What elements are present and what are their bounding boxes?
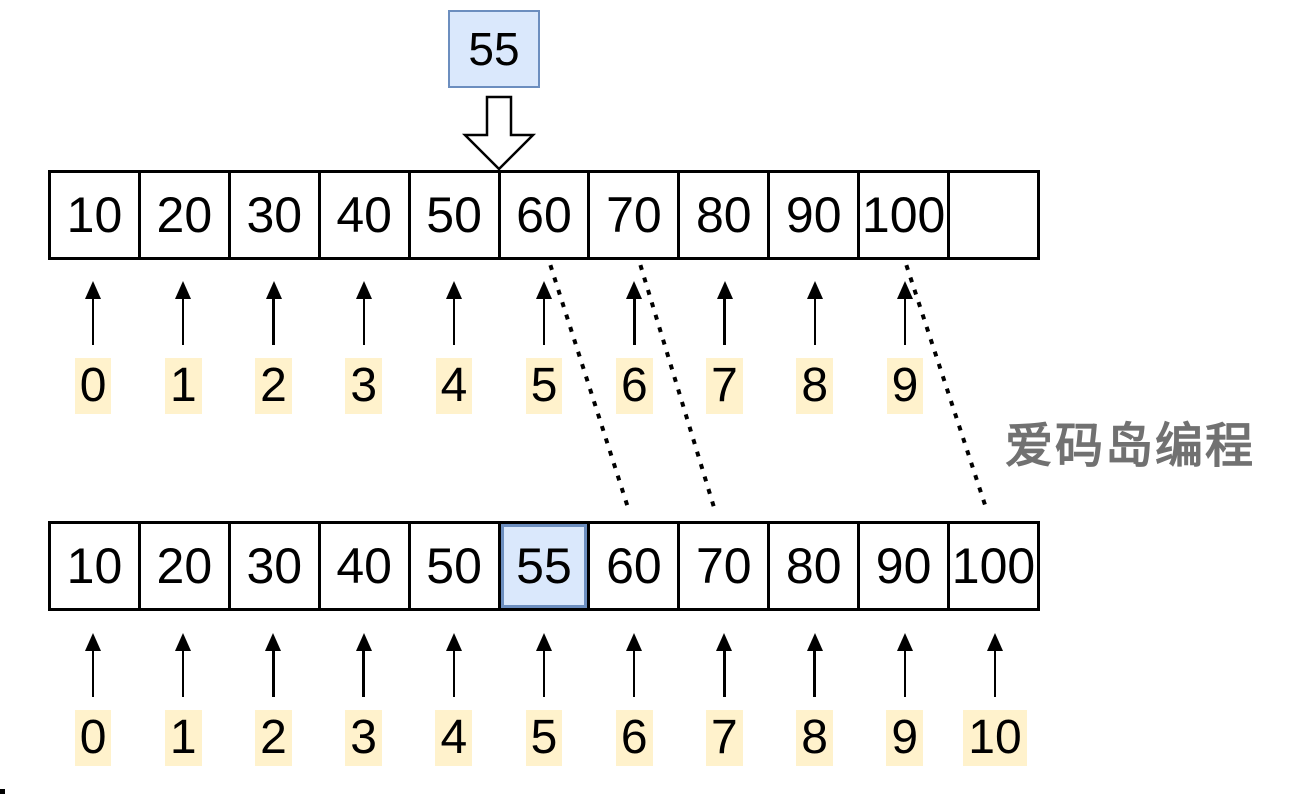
up-arrow-icon — [986, 633, 1003, 697]
index-label: 6 — [615, 358, 653, 414]
cell-value: 90 — [785, 187, 842, 243]
index-label: 6 — [615, 710, 653, 766]
insert-value-label: 55 — [468, 23, 520, 75]
cell-value: 50 — [426, 538, 482, 594]
top-array-cell: 60 — [497, 173, 588, 257]
bottom-array-cell: 30 — [227, 524, 318, 608]
watermark: 爱码岛编程 — [1005, 418, 1256, 474]
top-array-cell: 80 — [677, 173, 768, 257]
cell-value: 40 — [336, 187, 392, 243]
index-label: 1 — [164, 358, 202, 414]
cell-value: 60 — [606, 538, 662, 594]
cell-value: 50 — [426, 187, 482, 243]
bottom-array-inserted-cell: 55 — [497, 524, 588, 608]
insert-arrow-icon — [461, 95, 537, 171]
cell-value: 80 — [695, 187, 752, 243]
top-index-arrows — [48, 281, 950, 345]
index-label: 4 — [435, 710, 473, 766]
bottom-array-cell: 70 — [677, 524, 768, 608]
cell-value: 60 — [516, 187, 572, 243]
index-label: 7 — [706, 358, 743, 414]
up-arrow-icon — [355, 633, 372, 697]
bottom-array-cell: 10 — [51, 524, 138, 608]
up-arrow-icon — [355, 281, 372, 345]
index-label: 8 — [796, 358, 834, 414]
bottom-array-cell: 50 — [407, 524, 498, 608]
up-arrow-icon — [175, 633, 192, 697]
index-label: 0 — [74, 358, 112, 414]
up-arrow-icon — [536, 281, 553, 345]
top-array-cell: 90 — [767, 173, 858, 257]
bottom-index-arrows — [48, 633, 1040, 697]
cell-value: 30 — [246, 538, 303, 594]
cell-value: 55 — [516, 538, 572, 594]
up-arrow-icon — [806, 633, 823, 697]
up-arrow-icon — [445, 633, 462, 697]
top-array-cell: 30 — [227, 173, 318, 257]
top-array-empty-cell — [947, 173, 1037, 257]
cell-value: 100 — [951, 538, 1036, 594]
bottom-array-cell: 90 — [857, 524, 948, 608]
bottom-array: 10 20 30 40 50 55 60 70 80 90 100 — [48, 521, 1040, 611]
up-arrow-icon — [626, 633, 643, 697]
index-label: 3 — [345, 358, 383, 414]
index-label: 4 — [435, 358, 473, 414]
top-array: 10 20 30 40 50 60 70 80 90 100 — [48, 170, 1040, 260]
insert-value-box: 55 — [448, 10, 540, 88]
cell-value: 70 — [695, 538, 752, 594]
bottom-array-cell: 20 — [137, 524, 228, 608]
index-label: 9 — [886, 358, 924, 414]
cell-value: 70 — [606, 187, 662, 243]
index-label: 5 — [525, 358, 563, 414]
corner-artifact — [0, 789, 5, 794]
bottom-index-labels: 0 1 2 3 4 5 6 7 8 9 10 — [48, 710, 1040, 766]
index-label: 0 — [74, 710, 112, 766]
top-array-cell: 10 — [51, 173, 138, 257]
up-arrow-icon — [626, 281, 643, 345]
top-array-cell: 50 — [407, 173, 498, 257]
cell-value: 10 — [66, 187, 123, 243]
cell-value: 10 — [66, 538, 123, 594]
top-array-cell: 70 — [587, 173, 678, 257]
up-arrow-icon — [896, 633, 913, 697]
index-label: 5 — [525, 710, 563, 766]
cell-value: 20 — [156, 538, 213, 594]
up-arrow-icon — [175, 281, 192, 345]
index-label: 7 — [706, 710, 743, 766]
bottom-array-cell: 40 — [317, 524, 408, 608]
up-arrow-icon — [716, 281, 733, 345]
top-array-cell: 100 — [857, 173, 948, 257]
up-arrow-icon — [85, 633, 102, 697]
index-label: 3 — [345, 710, 382, 766]
top-index-labels: 0 1 2 3 4 5 6 7 8 9 — [48, 358, 950, 414]
bottom-array-cell: 80 — [767, 524, 858, 608]
index-label: 1 — [164, 710, 202, 766]
top-array-cell: 40 — [317, 173, 408, 257]
index-label: 2 — [255, 710, 292, 766]
cell-value: 100 — [861, 187, 946, 243]
index-label: 2 — [255, 358, 292, 414]
index-label: 8 — [796, 710, 833, 766]
bottom-array-cell: 100 — [947, 524, 1037, 608]
cell-value: 80 — [785, 538, 842, 594]
index-label: 9 — [886, 710, 924, 766]
cell-value: 90 — [875, 538, 932, 594]
up-arrow-icon — [265, 633, 282, 697]
cell-value: 30 — [246, 187, 303, 243]
up-arrow-icon — [265, 281, 282, 345]
cell-value: 20 — [156, 187, 213, 243]
up-arrow-icon — [85, 281, 102, 345]
up-arrow-icon — [896, 281, 913, 345]
up-arrow-icon — [536, 633, 553, 697]
index-label: 10 — [963, 710, 1027, 766]
top-array-cell: 20 — [137, 173, 228, 257]
up-arrow-icon — [806, 281, 823, 345]
cell-value: 40 — [336, 538, 392, 594]
up-arrow-icon — [445, 281, 462, 345]
up-arrow-icon — [716, 633, 733, 697]
bottom-array-cell: 60 — [587, 524, 678, 608]
